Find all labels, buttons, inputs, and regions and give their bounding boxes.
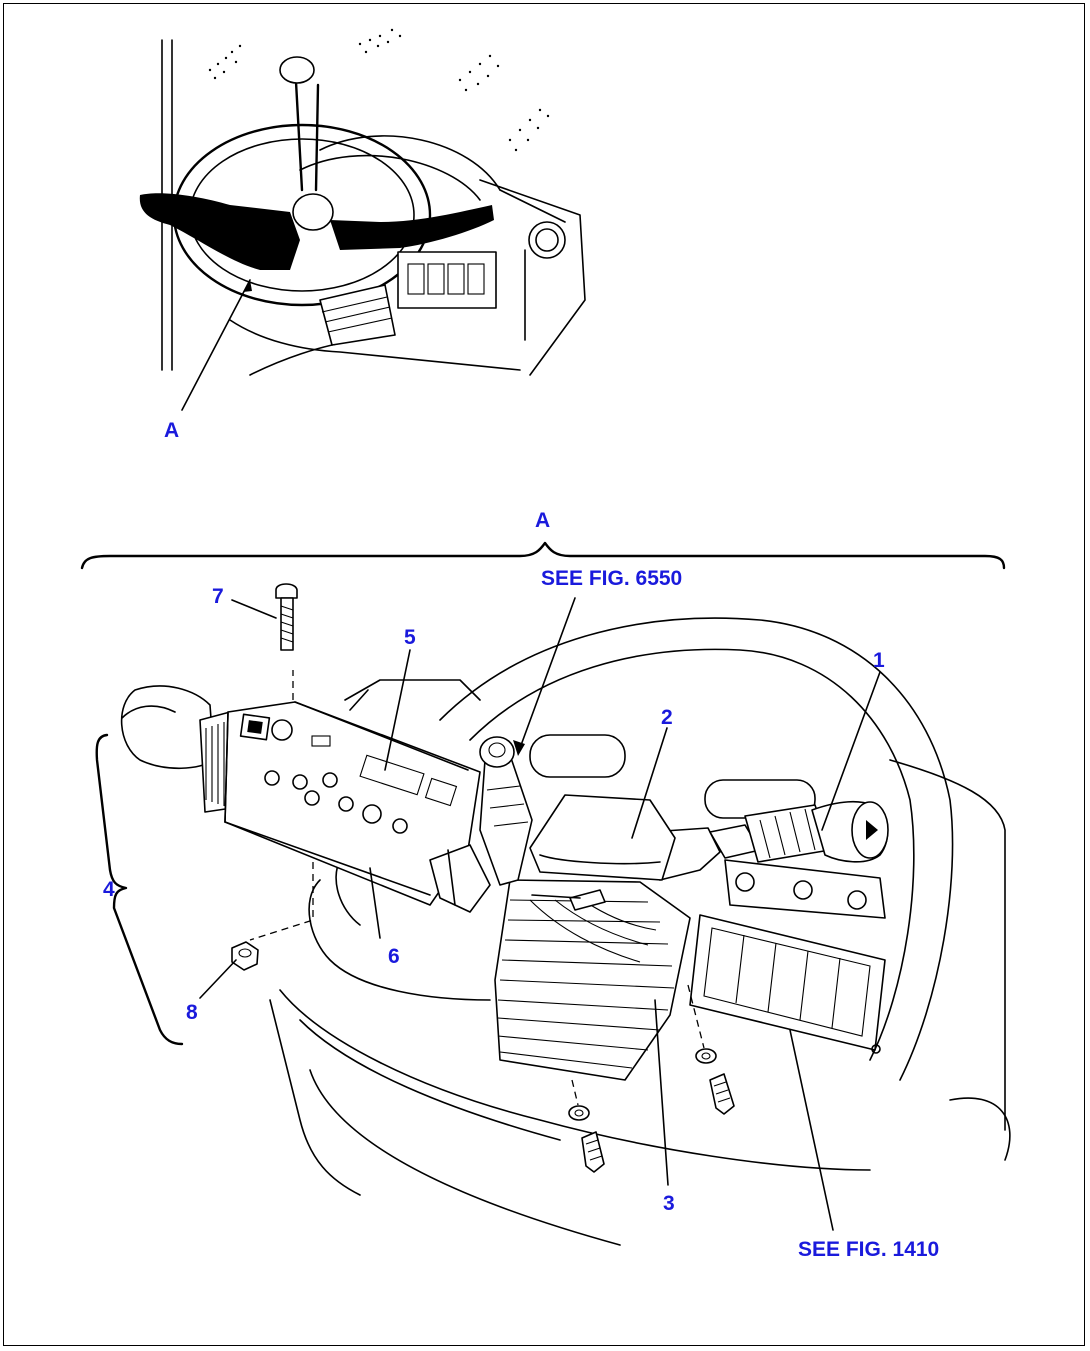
brace-part-4 bbox=[95, 733, 184, 1046]
windshield-stipple bbox=[208, 28, 550, 152]
callout-8: 8 bbox=[186, 1001, 198, 1024]
ref-see-fig-6550: SEE FIG. 6550 bbox=[541, 567, 682, 590]
callout-leaders bbox=[199, 599, 881, 1231]
detail-brace-a bbox=[80, 541, 1006, 570]
callout-1: 1 bbox=[873, 649, 885, 672]
callout-3: 3 bbox=[663, 1192, 675, 1215]
ref-see-fig-1410: SEE FIG. 1410 bbox=[798, 1238, 939, 1261]
leader-fig-6550 bbox=[519, 597, 576, 749]
overview-callout-a: A bbox=[164, 419, 179, 442]
callout-2: 2 bbox=[661, 706, 673, 729]
callout-4: 4 bbox=[103, 878, 115, 901]
callout-5: 5 bbox=[404, 626, 416, 649]
overview-illustration bbox=[139, 28, 586, 411]
callout-7: 7 bbox=[212, 585, 224, 608]
callout-6: 6 bbox=[388, 945, 400, 968]
drawing-frame bbox=[3, 3, 1085, 1346]
detail-title-a: A bbox=[535, 509, 550, 532]
